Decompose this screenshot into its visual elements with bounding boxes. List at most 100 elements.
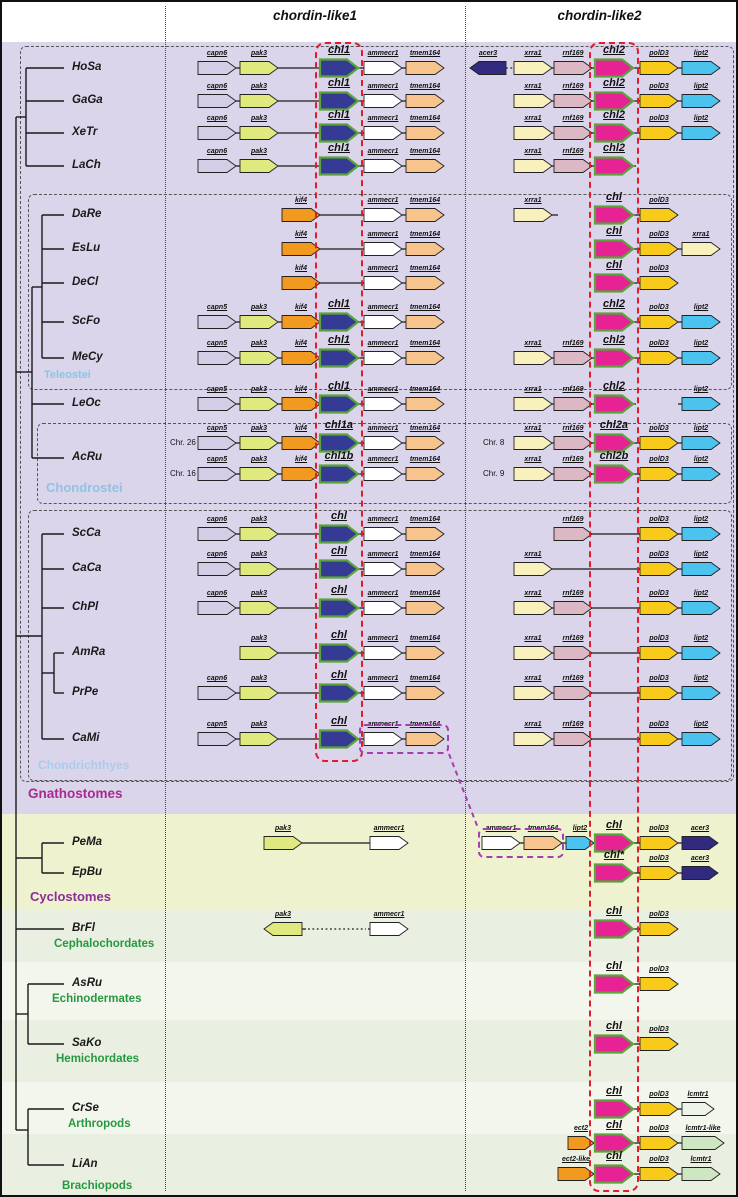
gene-rnf169-label: rnf169 [562, 590, 584, 597]
gene-pold3-label: polD3 [649, 1125, 669, 1132]
gene-tmem164-label: tmem164 [409, 148, 441, 155]
species-acru: AcRu [72, 451, 103, 463]
gene-capn5-label: capn5 [206, 304, 228, 311]
gene-ammecr1-label: ammecr1 [373, 825, 405, 832]
gene-chl2-arrow [593, 91, 635, 111]
gene-chl-label: chl* [603, 849, 625, 861]
gene-chl-label: chl [331, 715, 347, 727]
gene-pak3-arrow [239, 397, 279, 411]
gene-ammecr1-arrow [363, 94, 403, 108]
gene-tmem164-arrow [405, 436, 445, 450]
gene-pold3-label: polD3 [649, 50, 669, 57]
gene-pold3-arrow [639, 242, 679, 256]
gene-pold3-label: polD3 [649, 551, 669, 558]
gene-xrra1-label: xrra1 [524, 675, 542, 682]
gene-chl2a-label: chl2a [599, 419, 629, 431]
gene-chl1-label: chl1 [327, 109, 350, 121]
gene-chl2-label: chl2 [602, 109, 625, 121]
group-label-cephalochordates: Cephalochordates [54, 938, 155, 950]
gene-pak3-label: pak3 [251, 590, 267, 597]
gene-ammecr1-label: ammecr1 [367, 425, 399, 432]
gene-acer3-arrow [681, 836, 719, 850]
gene-ammecr1-label: ammecr1 [367, 197, 399, 204]
gene-ammecr1-arrow [363, 732, 403, 746]
gene-pold3-arrow [639, 686, 679, 700]
gene-tmem164-arrow [405, 467, 445, 481]
gene-tmem164-arrow [405, 397, 445, 411]
gene-acer3-arrow [681, 866, 719, 880]
gene-chl-arrow [318, 598, 360, 618]
species-scfo: ScFo [72, 315, 101, 327]
gene-ammecr1-label: ammecr1 [367, 231, 399, 238]
gene-xrra1-label: xrra1 [524, 425, 542, 432]
gene-xrra1-label: xrra1 [524, 148, 542, 155]
gene-rnf169-arrow [553, 467, 593, 481]
gene-kif4-label: kif4 [294, 197, 308, 204]
gene-ammecr1-label: ammecr1 [367, 516, 399, 523]
gene-pak3-arrow [239, 562, 279, 576]
gene-tmem164-arrow [405, 94, 445, 108]
gene-tmem164-arrow [405, 208, 445, 222]
gene-lipt2-label: lipt2 [693, 721, 709, 728]
gene-chl-arrow [318, 683, 360, 703]
gene-pold3-label: polD3 [649, 265, 669, 272]
gene-kif4-label: kif4 [294, 304, 308, 311]
gene-chl-label: chl [606, 191, 622, 203]
gene-ammecr1-label: ammecr1 [367, 304, 399, 311]
gene-chl1-arrow [318, 91, 360, 111]
gene-tmem164-label: tmem164 [409, 197, 441, 204]
gene-chl-label: chl [606, 225, 622, 237]
gene-capn6-arrow [197, 61, 237, 75]
chl1-column-box [315, 42, 363, 762]
gene-tmem164-label: tmem164 [409, 456, 441, 463]
column-title-chordin-like2: chordin-like2 [557, 8, 642, 23]
gene-tmem164-arrow [405, 732, 445, 746]
gene-chl-label: chl [331, 510, 347, 522]
gene-chl-label: chl [606, 819, 622, 831]
gene-ammecr1-label: ammecr1 [367, 456, 399, 463]
gene-tmem164-arrow [405, 126, 445, 140]
cami-ammecr1-tmem164-box [359, 724, 449, 754]
gene-rnf169-label: rnf169 [562, 386, 584, 393]
group-label-brachiopods: Brachiopods [62, 1180, 133, 1192]
group-label-chondrichthyes: Chondrichthyes [38, 758, 130, 772]
gene-tmem164-label: tmem164 [409, 635, 441, 642]
gene-tmem164-label: tmem164 [409, 83, 441, 90]
gene-tmem164-arrow [405, 351, 445, 365]
species-cami: CaMi [72, 732, 100, 744]
gene-tmem164-label: tmem164 [409, 425, 441, 432]
gene-chl2-arrow [593, 58, 635, 78]
gene-chl-arrow [593, 863, 635, 883]
gene-pold3-arrow [639, 836, 679, 850]
gene-capn6-arrow [197, 686, 237, 700]
species-decl: DeCl [72, 276, 99, 288]
species-crse: CrSe [72, 1102, 99, 1114]
gene-chl-label: chl [606, 1119, 622, 1131]
gene-pak3-label: pak3 [275, 911, 291, 918]
gene-pak3-label: pak3 [251, 50, 267, 57]
gene-pold3-label: polD3 [649, 425, 669, 432]
gene-pak3-label: pak3 [251, 721, 267, 728]
gene-pak3-arrow [239, 159, 279, 173]
gene-xrra1-arrow [513, 351, 553, 365]
gene-tmem164-arrow [405, 61, 445, 75]
gene-capn6-label: capn6 [206, 590, 228, 597]
gene-chl-arrow [593, 239, 635, 259]
chromosome-label: Chr. 26 [170, 438, 196, 447]
gene-capn6-label: capn6 [206, 115, 228, 122]
gene-rnf169-label: rnf169 [562, 635, 584, 642]
gene-chl-label: chl [331, 669, 347, 681]
gene-lipt2-label: lipt2 [693, 551, 709, 558]
gene-rnf169-label: rnf169 [562, 340, 584, 347]
gene-chl1-label: chl1 [327, 298, 350, 310]
gene-lipt2-label: lipt2 [693, 340, 709, 347]
gene-pold3-arrow [639, 126, 679, 140]
gene-rnf169-label: rnf169 [562, 675, 584, 682]
gene-pak3-arrow [239, 527, 279, 541]
species-sako: SaKo [72, 1037, 102, 1049]
gene-chl1-arrow [318, 58, 360, 78]
gene-chl1-arrow [318, 394, 360, 414]
gene-xrra1-label: xrra1 [524, 551, 542, 558]
gene-chl-label: chl [606, 905, 622, 917]
